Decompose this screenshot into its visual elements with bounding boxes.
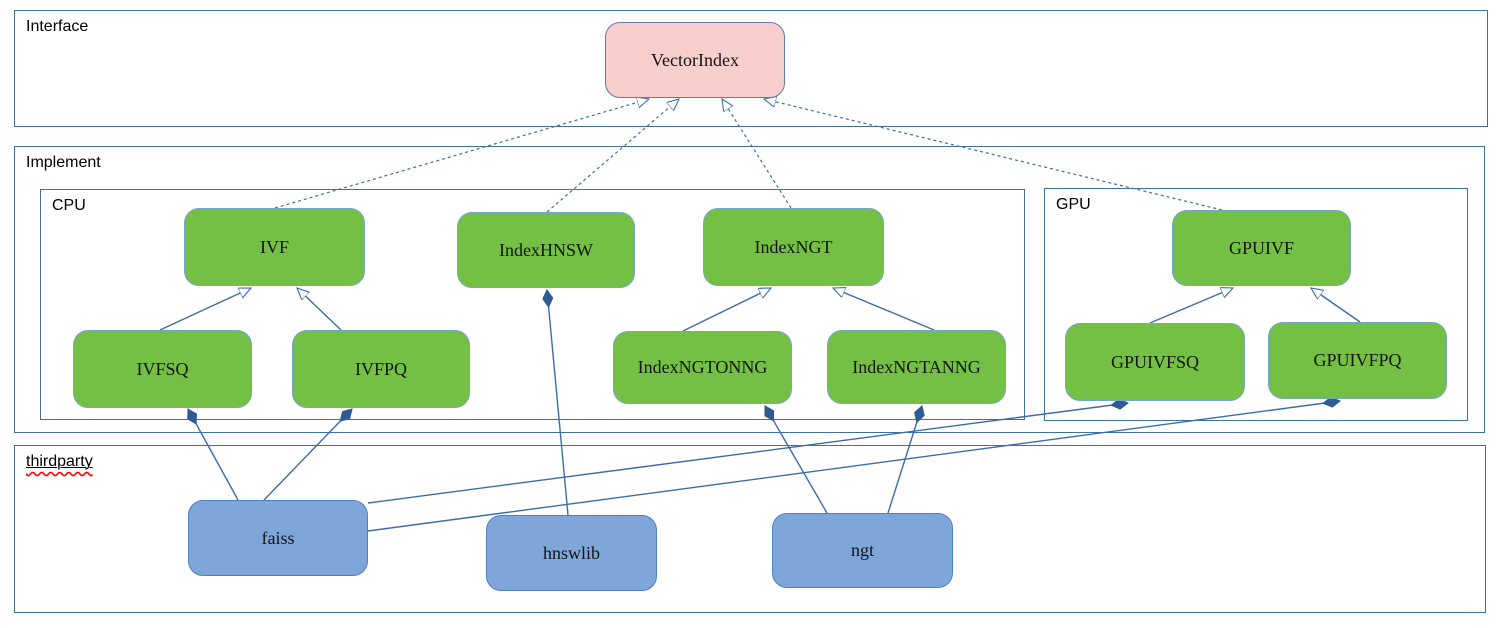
edge-generalization-indexngtanng-indexngt xyxy=(833,288,935,331)
node-ivfsq[interactable]: IVFSQ xyxy=(73,330,252,408)
edge-generalization-gpuivfpq-gpuivf xyxy=(1311,288,1361,323)
node-vectorindex-label: VectorIndex xyxy=(651,49,739,70)
edge-composition-hnswlib-indexhnsw xyxy=(547,290,569,516)
frame-implement: Implement xyxy=(14,146,1485,433)
frame-implement-label: Implement xyxy=(26,154,101,171)
frame-interface-label: Interface xyxy=(26,18,89,35)
frame-gpu: GPU xyxy=(1044,188,1468,421)
edge-generalization-ivfsq-ivf xyxy=(159,287,251,331)
frame-gpu-label: GPU xyxy=(1056,196,1091,213)
edge-realization-ivf-vectorindex xyxy=(274,99,649,209)
node-vectorindex[interactable]: VectorIndex xyxy=(605,22,785,98)
node-hnswlib-label: hnswlib xyxy=(542,542,600,563)
edge-composition-faiss-ivfsq xyxy=(188,409,239,501)
node-indexngt-label: IndexNGT xyxy=(754,236,833,257)
edge-composition-ngt-indexngtanng xyxy=(887,406,922,514)
node-gpuivfpq[interactable]: GPUIVFPQ xyxy=(1268,322,1447,399)
node-indexngtanng-label: IndexNGTANNG xyxy=(852,356,981,377)
node-gpuivfpq-label: GPUIVFPQ xyxy=(1313,350,1402,370)
node-ivf[interactable]: IVF xyxy=(184,208,365,286)
frame-cpu-label: CPU xyxy=(52,197,86,214)
node-indexngt[interactable]: IndexNGT xyxy=(703,208,884,286)
node-ivf-label: IVF xyxy=(259,236,289,257)
frame-thirdparty: thirdparty xyxy=(14,445,1486,613)
edge-generalization-ivfpq-ivf xyxy=(297,288,342,331)
node-indexhnsw-label: IndexHNSW xyxy=(499,239,593,260)
node-indexhnsw[interactable]: IndexHNSW xyxy=(457,212,635,288)
node-ivfsq-label: IVFSQ xyxy=(136,358,189,379)
node-gpuivf[interactable]: GPUIVF xyxy=(1172,210,1351,286)
frame-interface: Interface xyxy=(14,10,1488,127)
edge-generalization-indexngtonng-indexngt xyxy=(682,287,771,332)
frame-cpu: CPU xyxy=(40,189,1025,420)
node-hnswlib[interactable]: hnswlib xyxy=(486,515,657,591)
edge-realization-gpuivf-vectorindex xyxy=(764,99,1223,211)
edge-realization-indexngt-vectorindex xyxy=(722,99,792,209)
node-indexngtonng-label: IndexNGTONNG xyxy=(637,357,768,377)
edge-generalization-gpuivfsq-gpuivf xyxy=(1149,288,1233,324)
node-faiss-label: faiss xyxy=(261,527,295,548)
node-faiss[interactable]: faiss xyxy=(188,500,368,576)
edge-composition-ngt-indexngtonng xyxy=(764,406,828,514)
edge-composition-faiss-gpuivfsq xyxy=(367,403,1128,504)
frame-thirdparty-label-text: thirdparty xyxy=(26,453,93,470)
node-gpuivfsq[interactable]: GPUIVFSQ xyxy=(1065,323,1245,401)
node-indexngtonng[interactable]: IndexNGTONNG xyxy=(613,331,792,404)
edge-realization-indexhnsw-vectorindex xyxy=(546,99,679,213)
edge-composition-faiss-ivfpq xyxy=(263,409,352,501)
frame-thirdparty-label: thirdparty xyxy=(26,453,93,471)
node-ngt[interactable]: ngt xyxy=(772,513,953,588)
node-gpuivfsq-label: GPUIVFSQ xyxy=(1110,351,1200,372)
node-ivfpq-label: IVFPQ xyxy=(354,358,407,379)
node-ivfpq[interactable]: IVFPQ xyxy=(292,330,470,408)
node-ngt-label: ngt xyxy=(850,540,874,560)
edge-composition-faiss-gpuivfpq xyxy=(367,401,1340,532)
node-indexngtanng[interactable]: IndexNGTANNG xyxy=(827,330,1006,404)
node-gpuivf-label: GPUIVF xyxy=(1228,237,1294,258)
